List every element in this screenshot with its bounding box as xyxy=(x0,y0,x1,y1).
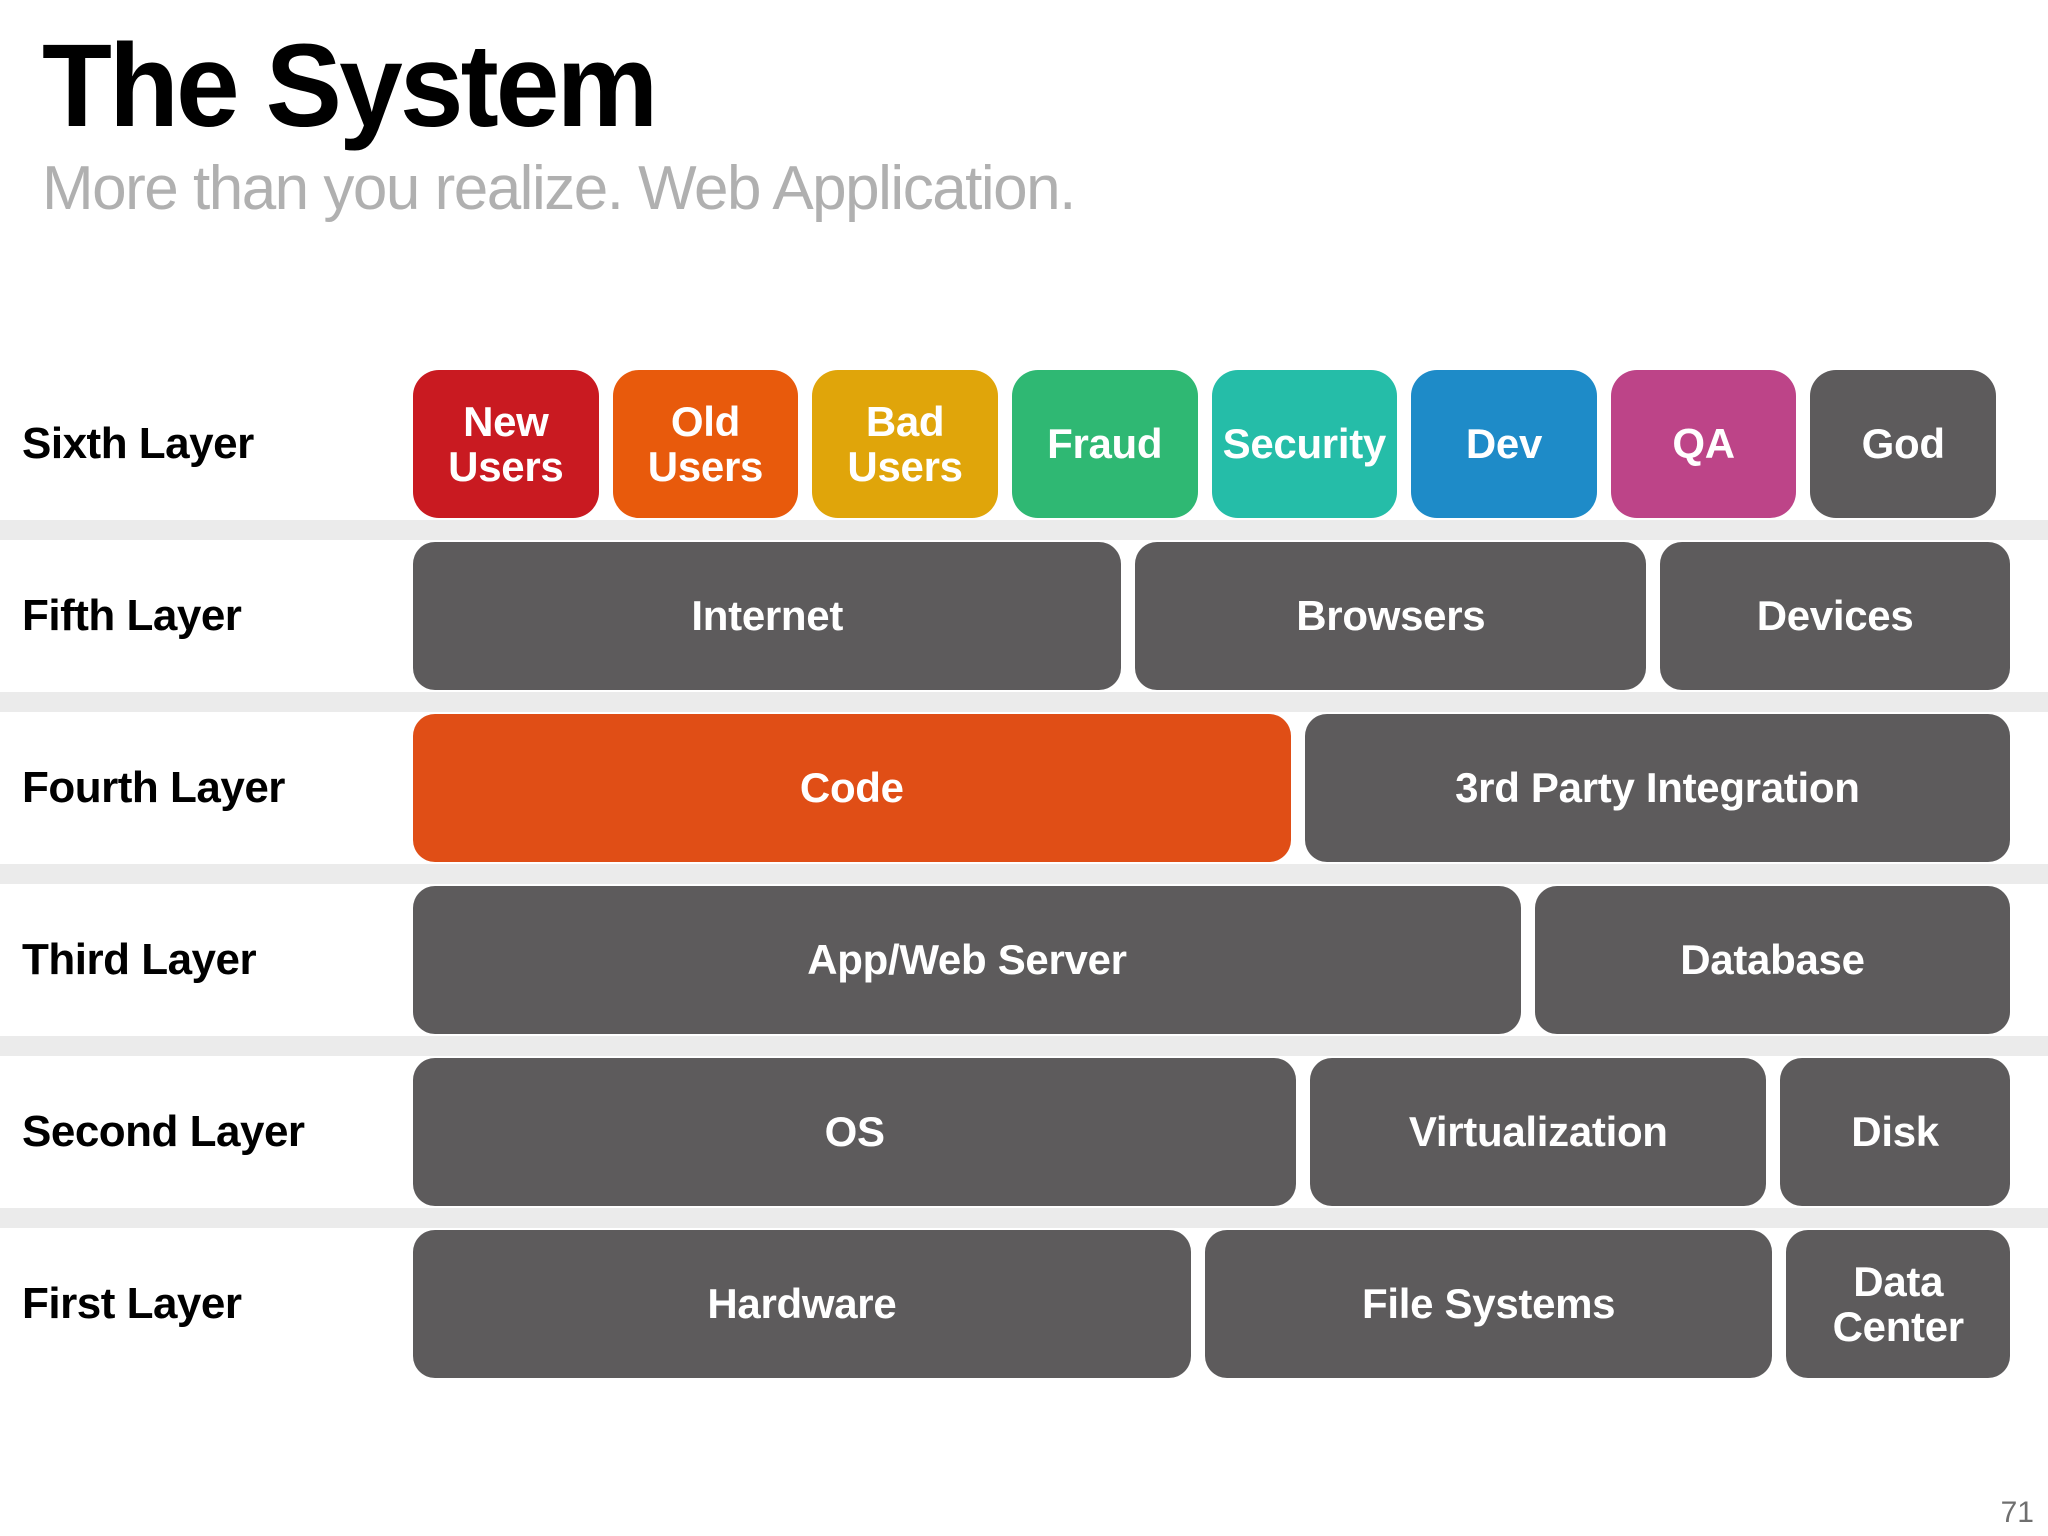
layer-box[interactable]: App/Web Server xyxy=(413,886,1521,1034)
layer-box[interactable]: Data Center xyxy=(1786,1230,2010,1378)
layer-divider xyxy=(0,1036,2048,1056)
layer-box[interactable]: Virtualization xyxy=(1310,1058,1767,1206)
layer-box[interactable]: Database xyxy=(1534,886,2010,1034)
layer-label: Second Layer xyxy=(22,1107,305,1156)
layer-label: Fourth Layer xyxy=(22,763,285,812)
page-title: The System xyxy=(42,20,658,152)
layer-box[interactable]: Disk xyxy=(1780,1058,2011,1206)
layer-box[interactable]: Code xyxy=(413,714,1291,862)
layer-divider xyxy=(0,1208,2048,1228)
layer-label: Sixth Layer xyxy=(22,419,254,468)
layer-box[interactable]: OS xyxy=(413,1058,1297,1206)
layer-box[interactable]: Internet xyxy=(413,542,1122,690)
layer-label: Fifth Layer xyxy=(22,591,242,640)
layer-label: First Layer xyxy=(22,1279,242,1328)
layer-box[interactable]: Old Users xyxy=(612,370,799,518)
layer-box[interactable]: New Users xyxy=(413,370,599,518)
layer-box[interactable]: Dev xyxy=(1411,370,1597,518)
layer-box[interactable]: God xyxy=(1810,370,1996,518)
layer-box[interactable]: Browsers xyxy=(1135,542,1647,690)
layer-divider xyxy=(0,864,2048,884)
layer-box[interactable]: File Systems xyxy=(1204,1230,1773,1378)
layer-box[interactable]: Bad Users xyxy=(812,370,998,518)
layer-box[interactable]: QA xyxy=(1610,370,1797,518)
layer-divider xyxy=(0,692,2048,712)
layer-divider xyxy=(0,520,2048,540)
layer-label: Third Layer xyxy=(22,935,257,984)
page-subtitle: More than you realize. Web Application. xyxy=(42,154,1076,224)
page-number: 71 xyxy=(2000,1496,2034,1529)
layer-box[interactable]: Fraud xyxy=(1011,370,1198,518)
layer-box[interactable]: Security xyxy=(1211,370,1398,518)
layer-box[interactable]: Devices xyxy=(1660,542,2010,690)
slide-header: The System More than you realize. Web Ap… xyxy=(42,26,2002,223)
layer-box[interactable]: Hardware xyxy=(413,1230,1191,1378)
layer-box[interactable]: 3rd Party Integration xyxy=(1304,714,2010,862)
